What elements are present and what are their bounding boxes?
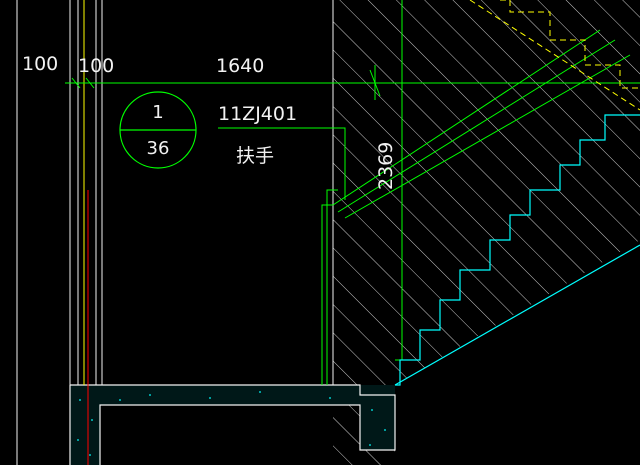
- handrail-label: 扶手: [236, 145, 274, 167]
- upper-stair-dashed: [469, 0, 640, 111]
- dim-left-label: 100: [22, 53, 58, 75]
- left-wall: [16, 0, 334, 465]
- detail-sheet: 36: [147, 138, 170, 159]
- handrail-lines: [218, 0, 631, 385]
- dim-vertical-label: 2369: [375, 142, 397, 190]
- stair-profile: [394, 114, 640, 386]
- stair-void: [395, 240, 640, 465]
- detail-number: 1: [152, 102, 163, 123]
- atlas-code-label: 11ZJ401: [218, 103, 297, 125]
- floor-slab: [69, 384, 396, 465]
- dimension-horizontal: [65, 65, 640, 100]
- dim-span-label: 1640: [216, 55, 264, 77]
- detail-bubble: 1 36: [119, 91, 197, 169]
- dim-second-label: 100: [78, 55, 114, 77]
